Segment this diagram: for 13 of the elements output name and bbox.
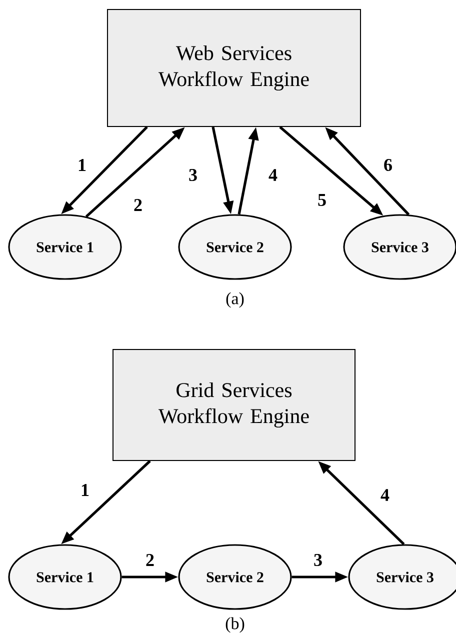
edge-label: 5 <box>318 194 326 206</box>
panel-caption: (a) <box>226 292 244 308</box>
edge-label: 4 <box>268 169 278 181</box>
edge-label: 2 <box>146 554 154 566</box>
edge-label: 6 <box>384 158 392 172</box>
edge-label: 1 <box>78 159 86 171</box>
engine-box: Grid Services Workflow Engine <box>112 349 356 461</box>
edge-label: 3 <box>189 168 197 182</box>
edge-label: 4 <box>380 489 390 501</box>
engine-box: Web Services Workflow Engine <box>107 9 361 127</box>
edge-label: 1 <box>82 484 89 496</box>
edge-label: 3 <box>314 554 322 566</box>
edge-label: 2 <box>134 199 142 211</box>
